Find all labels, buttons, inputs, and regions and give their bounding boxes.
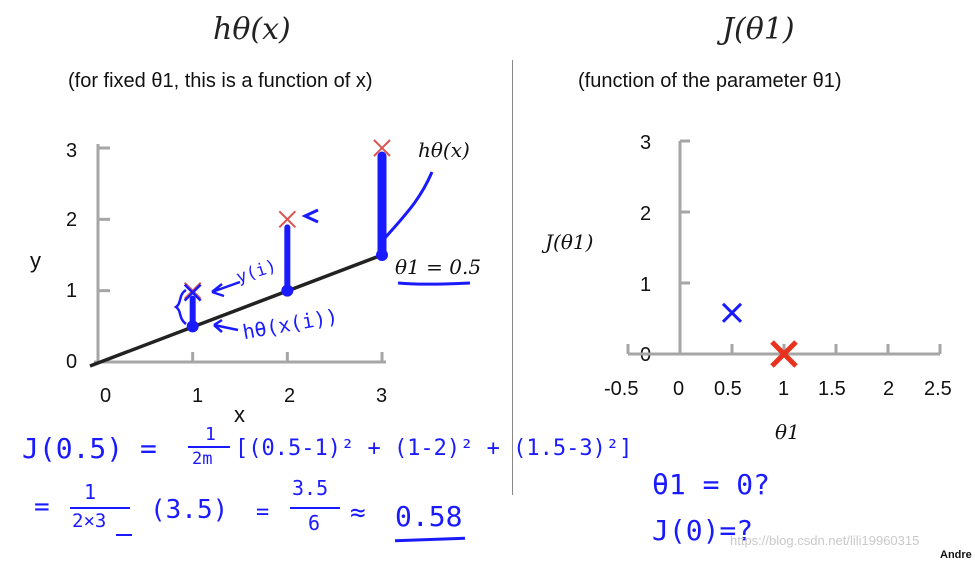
right-plot — [626, 139, 942, 368]
training-point — [278, 210, 297, 229]
left-y-tick-0: 0 — [66, 351, 78, 373]
underline-theta — [397, 281, 471, 286]
hypothesis-point — [376, 249, 388, 261]
left-x-tick-1: 1 — [192, 385, 204, 407]
calc-line1-frac-bar — [188, 446, 230, 448]
left-y-tick-1: 1 — [66, 280, 78, 302]
right-y-axis-label: J(θ1) — [545, 230, 594, 254]
left-plot — [89, 139, 391, 368]
calc-line2-frac-bar — [70, 507, 130, 509]
calc-line2-frac2-bar — [290, 507, 340, 509]
hypothesis-line — [89, 253, 383, 368]
training-point — [373, 139, 391, 157]
calc-line1-frac-num: 1 — [205, 424, 216, 445]
right-x-tick-2.5: 2.5 — [924, 378, 952, 400]
right-title: J(θ1) — [722, 12, 795, 47]
training-point-annotated — [183, 283, 202, 302]
calc-line2-frac-den: 2×3 — [72, 510, 107, 532]
calc-line2-den-underline — [116, 534, 132, 536]
arrow-h-x-i — [213, 318, 239, 333]
right-x-tick-2: 2 — [883, 378, 895, 400]
arrow-y-i — [211, 280, 241, 298]
question-theta: θ1 = 0? — [652, 468, 771, 501]
question-J: J(0)=? — [652, 514, 754, 547]
author-credit: Andre — [940, 549, 972, 561]
arrow-to-point-2 — [301, 208, 319, 224]
right-x-tick-0: 0 — [673, 378, 685, 400]
brace-residual — [173, 288, 187, 325]
calc-line1-lhs: J(0.5) = — [22, 432, 157, 465]
calc-line1-frac-den: 2m — [192, 449, 213, 469]
cost-point-1 — [770, 340, 798, 368]
calc-line2-result: 0.58 — [395, 500, 463, 533]
calc-line2-eq: = — [34, 492, 50, 522]
right-y-tick-1: 1 — [640, 274, 652, 296]
left-subtitle: (for fixed θ1, this is a function of x) — [68, 70, 373, 92]
calc-line2-approx: ≈ — [350, 498, 366, 528]
hypothesis-point — [281, 284, 294, 297]
hypothesis-label: hθ(x) — [418, 138, 470, 162]
theta-value-label: θ1 = 0.5 — [395, 255, 482, 279]
pointer-hypothesis — [383, 171, 434, 239]
right-x-tick-1.5: 1.5 — [818, 378, 846, 400]
calc-line2-paren: (3.5) — [150, 495, 229, 525]
left-x-tick-2: 2 — [284, 385, 296, 407]
right-x-axis-label: θ1 — [775, 420, 800, 444]
hypothesis-point — [186, 320, 199, 333]
panel-divider — [512, 60, 513, 495]
calc-line2-frac2-num: 3.5 — [292, 476, 329, 500]
cost-point-0.5 — [721, 302, 743, 323]
left-y-tick-2: 2 — [66, 209, 78, 231]
left-y-axis-label: y — [30, 248, 41, 273]
right-x-tick-1: 1 — [778, 378, 790, 400]
calc-line2-frac2-den: 6 — [308, 511, 321, 535]
calc-line2-eq2: = — [256, 500, 270, 525]
left-y-tick-3: 3 — [66, 140, 78, 162]
right-y-tick-3: 3 — [640, 132, 652, 154]
left-x-axis-label: x — [234, 402, 245, 427]
left-x-tick-0: 0 — [100, 385, 112, 407]
right-x-tick-0.5: 0.5 — [714, 378, 742, 400]
right-x-tick-neg0.5: -0.5 — [604, 378, 639, 400]
watermark: https://blog.csdn.net/lili19960315 — [730, 533, 920, 548]
left-x-tick-3: 3 — [376, 385, 388, 407]
left-title: hθ(x) — [213, 12, 291, 47]
right-y-tick-2: 2 — [640, 203, 652, 225]
calc-line2-frac-num: 1 — [84, 480, 97, 504]
training-point — [183, 281, 202, 300]
right-subtitle: (function of the parameter θ1) — [578, 70, 842, 92]
calc-line1-bracket: [(0.5-1)² + (1-2)² + (1.5-3)²] — [235, 436, 633, 461]
